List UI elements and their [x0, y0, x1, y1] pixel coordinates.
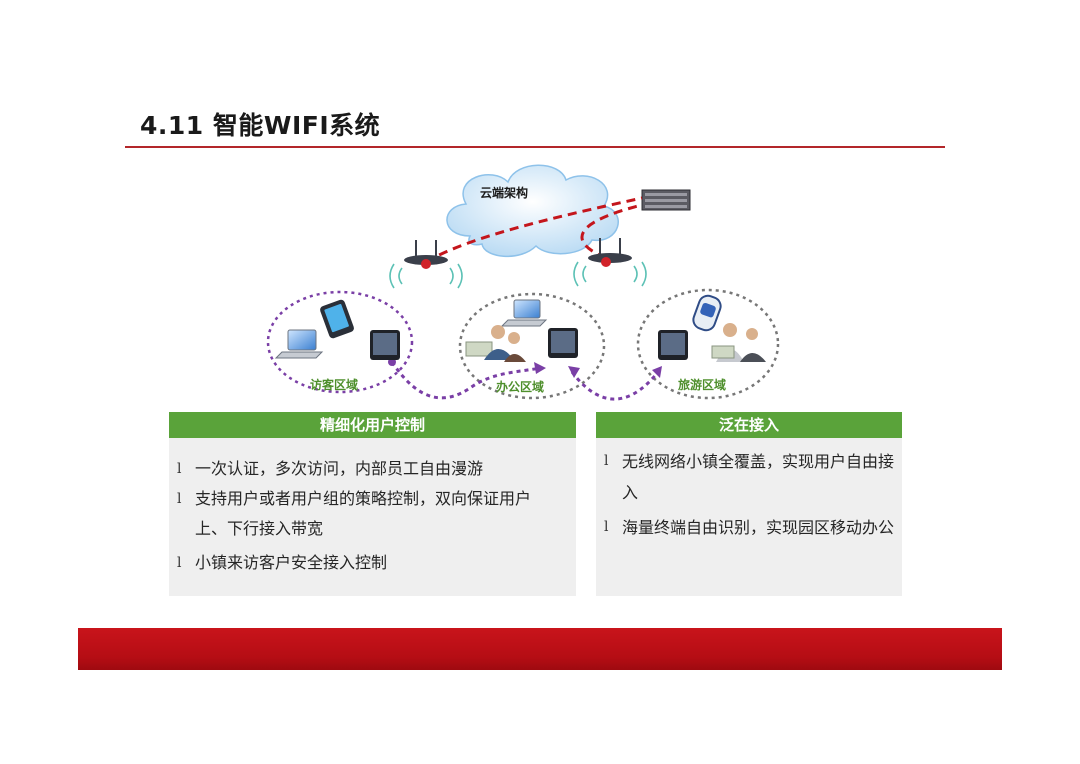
feature-list: l 一次认证，多次访问，内部员工自由漫游 l 支持用户或者用户组的策略控制，双向…: [169, 438, 576, 578]
cloud-links: [425, 196, 643, 264]
panel-header: 精细化用户控制: [169, 412, 576, 438]
bullet-marker: l: [177, 555, 182, 571]
bullet-marker: l: [604, 519, 609, 535]
network-diagram: 云端架构: [266, 164, 780, 401]
list-item: l 一次认证，多次访问，内部员工自由漫游: [169, 454, 562, 484]
zone-label-tourism: 旅游区域: [678, 377, 726, 392]
list-item: l 支持用户或者用户组的策略控制，双向保证用户上、下行接入带宽: [169, 484, 562, 544]
zone-tourism-boundary: [636, 288, 780, 400]
zone-label-visitor: 访客区域: [310, 377, 358, 392]
panel-user-control: 精细化用户控制 l 一次认证，多次访问，内部员工自由漫游 l 支持用户或者用户组…: [169, 412, 576, 596]
roaming-links: [390, 361, 660, 401]
list-item: l 无线网络小镇全覆盖，实现用户自由接入: [596, 446, 894, 508]
page-title: 4.11 智能WIFI系统: [140, 111, 381, 140]
cloud-icon: [446, 164, 619, 258]
panel-header: 泛在接入: [596, 412, 902, 438]
list-item: l 海量终端自由识别，实现园区移动办公: [596, 512, 894, 543]
list-item-text: 无线网络小镇全覆盖，实现用户自由接入: [622, 452, 895, 502]
mobile-phone-icon: [692, 294, 722, 332]
title-divider: [125, 146, 945, 148]
tablet-icon: [548, 328, 578, 358]
bullet-marker: l: [177, 491, 182, 507]
zone-office-boundary: [458, 292, 606, 400]
tablet-icon: [370, 330, 400, 360]
server-icon: [641, 189, 691, 211]
cloud-label: 云端架构: [480, 185, 528, 200]
bullet-marker: l: [177, 461, 182, 477]
zone-visitor-boundary: [266, 290, 414, 394]
list-item: l 小镇来访客户安全接入控制: [169, 548, 562, 578]
list-item-text: 海量终端自由识别，实现园区移动办公: [622, 518, 895, 537]
smartphone-icon: [320, 299, 354, 339]
bullet-marker: l: [604, 453, 609, 469]
tourists-icon: [711, 323, 766, 362]
office-workers-icon: [465, 325, 526, 362]
laptop-icon: [500, 299, 548, 327]
zone-label-office: 办公区域: [496, 379, 544, 394]
panel-ubiquitous-access: 泛在接入 l 无线网络小镇全覆盖，实现用户自由接入 l 海量终端自由识别，实现园…: [596, 412, 902, 596]
list-item-text: 支持用户或者用户组的策略控制，双向保证用户上、下行接入带宽: [195, 489, 532, 538]
feature-list: l 无线网络小镇全覆盖，实现用户自由接入 l 海量终端自由识别，实现园区移动办公: [596, 438, 902, 543]
access-point-icon: [389, 240, 463, 289]
footer-bar: [78, 628, 1002, 670]
list-item-text: 小镇来访客户安全接入控制: [195, 553, 388, 572]
laptop-icon: [274, 329, 324, 359]
access-point-icon: [573, 238, 647, 287]
list-item-text: 一次认证，多次访问，内部员工自由漫游: [195, 459, 484, 478]
tablet-icon: [658, 330, 688, 360]
